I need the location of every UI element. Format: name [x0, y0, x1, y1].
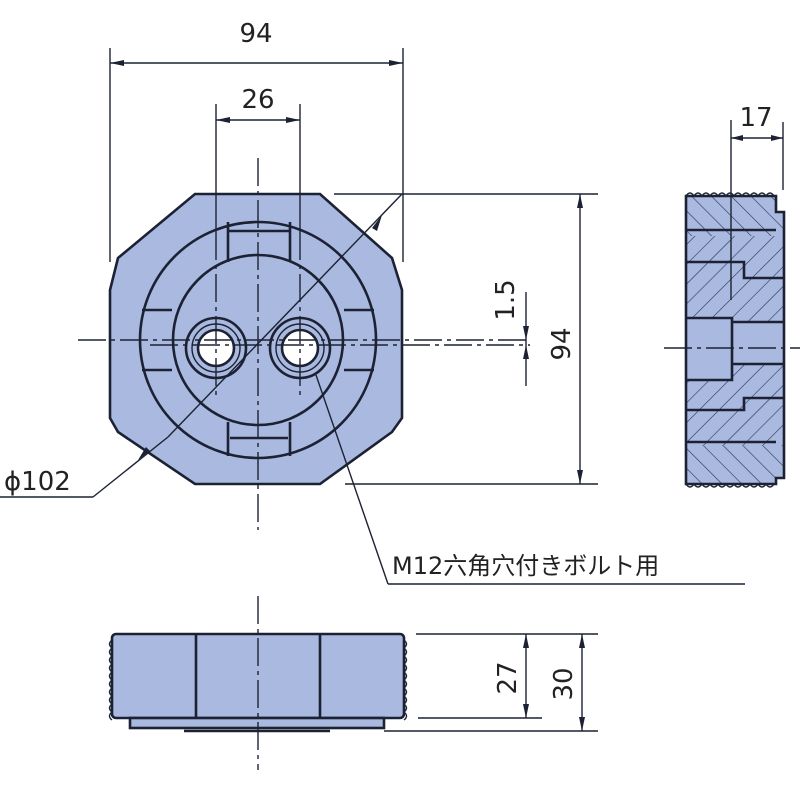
- dim-label-30: 30: [549, 667, 579, 700]
- dim-overall-width: 94: [109, 19, 404, 262]
- dim-label-27: 27: [493, 661, 523, 694]
- dim-diameter: ϕ102: [0, 193, 403, 498]
- dim-label-diameter: ϕ102: [4, 467, 71, 497]
- hole-callout: M12六角穴付きボルト用: [315, 374, 745, 585]
- dim-overall-height: 94: [334, 193, 598, 485]
- dim-side-step: 17: [730, 103, 784, 300]
- dim-label-17: 17: [739, 103, 772, 133]
- dim-hole-spacing: 26: [215, 85, 301, 232]
- dim-label-26: 26: [241, 85, 274, 115]
- dim-label-94-right: 94: [547, 327, 577, 360]
- ring-slots: [142, 222, 374, 456]
- bottom-view: [108, 596, 408, 770]
- hole-callout-text: M12六角穴付きボルト用: [392, 552, 659, 580]
- dim-label-1-5: 1.5: [491, 279, 521, 320]
- side-section-view: [664, 192, 800, 488]
- front-view: [78, 158, 530, 530]
- octagon-body: [108, 192, 404, 486]
- dim-heights: 27 30: [384, 633, 598, 732]
- dim-center-offset: 1.5: [491, 279, 529, 386]
- dim-label-94-top: 94: [239, 19, 272, 49]
